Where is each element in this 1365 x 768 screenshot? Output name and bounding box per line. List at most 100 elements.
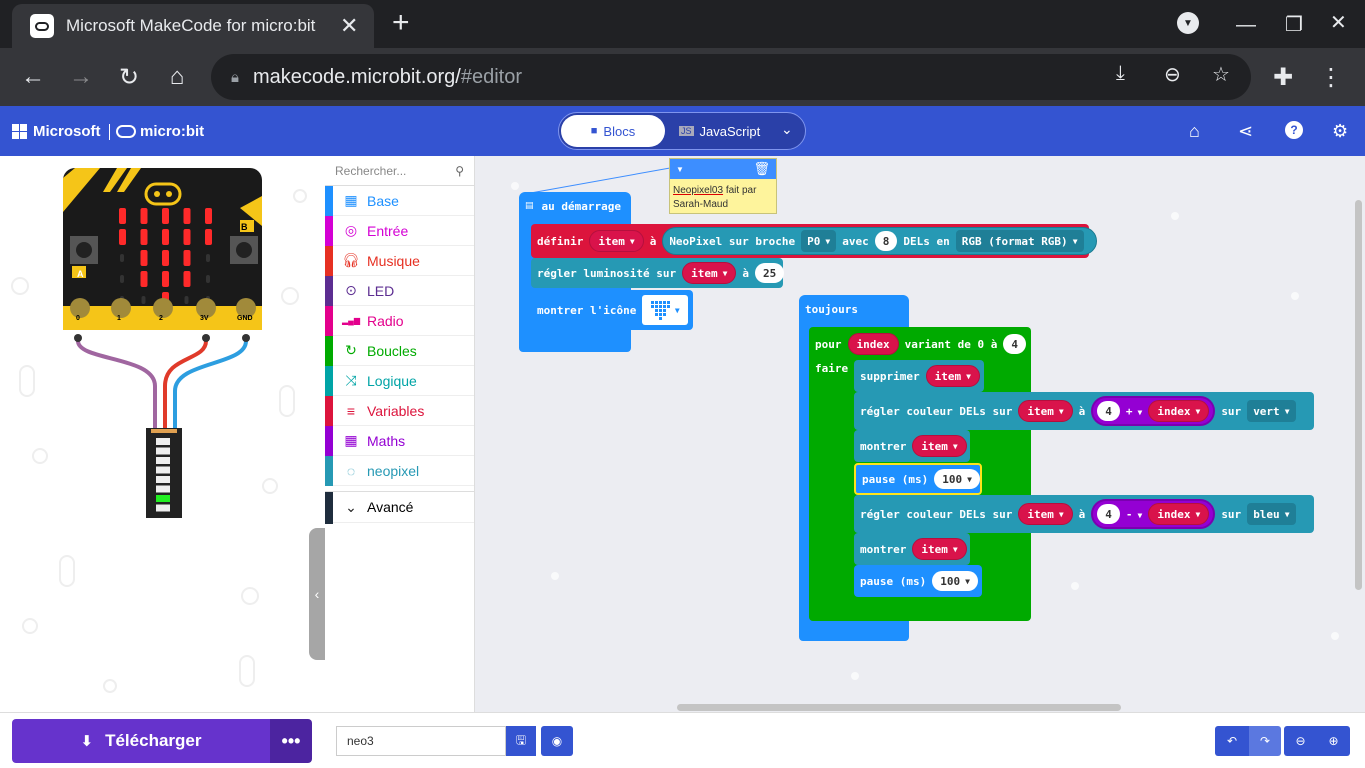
- menu-icon[interactable]: ⋮: [1319, 63, 1343, 91]
- operator-dropdown[interactable]: -▼: [1125, 507, 1143, 521]
- chevron-down-icon[interactable]: ⌄: [781, 121, 793, 137]
- trash-icon[interactable]: 🗑︎: [753, 161, 770, 176]
- vertical-scrollbar[interactable]: [1355, 200, 1362, 590]
- pause-input[interactable]: 100▼: [932, 571, 978, 591]
- clear-block[interactable]: supprimer item▼: [854, 360, 984, 392]
- neopixel-label: NeoPixel sur broche: [669, 234, 796, 248]
- back-icon[interactable]: ←: [21, 63, 45, 90]
- chevron-down-icon[interactable]: ▼: [676, 164, 684, 174]
- category-variables[interactable]: ≡Variables: [325, 396, 474, 426]
- javascript-tab[interactable]: JS JavaScript: [679, 115, 779, 147]
- browser-tab[interactable]: Microsoft MakeCode for micro:bit ✕: [12, 4, 374, 48]
- pause-input[interactable]: 100▼: [934, 469, 980, 489]
- tab-close-icon[interactable]: ✕: [340, 13, 359, 38]
- project-name-input[interactable]: [336, 726, 506, 756]
- new-tab-button[interactable]: +: [392, 6, 410, 39]
- download-button[interactable]: ⬇ Télécharger: [12, 719, 270, 763]
- address-bar[interactable]: 🔒︎ makecode.microbit.org/#editor ⤓ ⊖ ☆: [211, 54, 1251, 100]
- install-app-icon[interactable]: ⤓: [1116, 62, 1125, 84]
- makecode-favicon: [30, 14, 54, 38]
- item-variable[interactable]: item▼: [912, 538, 967, 560]
- settings-gear-icon[interactable]: ⚙: [1332, 121, 1349, 141]
- redo-icon[interactable]: ↷: [1249, 726, 1281, 756]
- range-end-input[interactable]: 4: [1003, 334, 1026, 354]
- category-base[interactable]: ▦Base: [325, 186, 474, 216]
- share-icon[interactable]: ⋖: [1238, 121, 1254, 141]
- zoom-icon[interactable]: ⊖: [1164, 64, 1181, 86]
- led-pixel: [183, 229, 191, 245]
- set-brightness-block[interactable]: régler luminosité sur item▼ à 25: [531, 258, 785, 288]
- lock-icon: 🔒︎: [231, 68, 239, 86]
- zoom-out-icon[interactable]: ⊖: [1284, 726, 1317, 756]
- reload-icon[interactable]: ↻: [118, 63, 140, 91]
- category-maths[interactable]: ▦Maths: [325, 426, 474, 456]
- category-logique[interactable]: ⤨Logique: [325, 366, 474, 396]
- forward-icon[interactable]: →: [69, 63, 93, 90]
- toolbox-search-input[interactable]: Rechercher... ⚲: [325, 156, 474, 186]
- zoom-in-icon[interactable]: ⊕: [1317, 726, 1350, 756]
- pause-block[interactable]: pause (ms) 100▼: [854, 565, 982, 597]
- color-dropdown[interactable]: vert▼: [1247, 400, 1296, 422]
- help-icon[interactable]: ?: [1285, 121, 1303, 139]
- operand-input[interactable]: 4: [1097, 504, 1120, 524]
- brightness-input[interactable]: 25: [755, 263, 785, 283]
- list-icon: ≡: [346, 402, 356, 419]
- operand-input[interactable]: 4: [1097, 401, 1120, 421]
- show-icon-block[interactable]: montrer l'icône ▼: [531, 290, 693, 330]
- plus-operator-block[interactable]: 4 +▼ index▼: [1091, 396, 1216, 426]
- show-block[interactable]: montrer item▼: [854, 533, 970, 565]
- set-pixel-color-blue-block[interactable]: régler couleur DELs sur item▼ à 4 -▼ ind…: [854, 495, 1314, 533]
- tab-search-icon[interactable]: ▼: [1177, 12, 1199, 34]
- ring-icon: ◌: [346, 462, 356, 479]
- close-window-icon[interactable]: ✕: [1330, 12, 1347, 34]
- index-variable[interactable]: index▼: [1148, 503, 1210, 525]
- category-radio[interactable]: ▂▄▆Radio: [325, 306, 474, 336]
- show-block[interactable]: montrer item▼: [854, 430, 970, 462]
- undo-icon[interactable]: ↶: [1215, 726, 1249, 756]
- restore-icon[interactable]: ❐: [1285, 14, 1303, 36]
- category-neopixel[interactable]: ◌neopixel: [325, 456, 474, 486]
- minimize-icon[interactable]: —: [1236, 14, 1256, 36]
- item-variable[interactable]: item▼: [1018, 400, 1073, 422]
- category-advanced[interactable]: ⌄ Avancé: [325, 491, 474, 524]
- set-strip-block[interactable]: définir item▼ à NeoPixel sur broche P0▼ …: [531, 224, 1097, 258]
- index-variable[interactable]: index: [847, 333, 899, 355]
- home-icon[interactable]: ⌂: [1189, 121, 1200, 141]
- led-count-input[interactable]: 8: [874, 231, 898, 251]
- color-dropdown[interactable]: bleu▼: [1247, 503, 1296, 525]
- minus-operator-block[interactable]: 4 -▼ index▼: [1091, 499, 1216, 529]
- item-variable[interactable]: item▼: [682, 262, 737, 284]
- pause-block-selected[interactable]: pause (ms) 100▼: [854, 463, 982, 495]
- set-pixel-color-green-block[interactable]: régler couleur DELs sur item▼ à 4 +▼ ind…: [854, 392, 1314, 430]
- blocks-tab[interactable]: ■ Blocs: [561, 115, 665, 147]
- simulator-board[interactable]: [0, 156, 325, 712]
- more-options-button[interactable]: •••: [270, 719, 312, 763]
- save-icon[interactable]: 🖫: [506, 726, 536, 756]
- category-led[interactable]: ⊙LED: [325, 276, 474, 306]
- icon-picker[interactable]: ▼: [642, 295, 689, 325]
- operator-dropdown[interactable]: +▼: [1125, 404, 1143, 418]
- microsoft-logo[interactable]: Microsoft: [12, 123, 110, 140]
- extensions-icon[interactable]: ✚: [1272, 63, 1294, 91]
- neopixel-create-block[interactable]: NeoPixel sur broche P0▼ avec 8 DELs en R…: [662, 227, 1097, 255]
- microbit-logo[interactable]: micro:bit: [116, 123, 204, 140]
- item-variable[interactable]: item▼: [912, 435, 967, 457]
- pin-dropdown[interactable]: P0▼: [801, 230, 837, 252]
- category-entree[interactable]: ◎Entrée: [325, 216, 474, 246]
- led-pixel: [205, 229, 212, 245]
- index-variable[interactable]: index▼: [1148, 400, 1210, 422]
- item-variable[interactable]: item▼: [925, 365, 980, 387]
- format-dropdown[interactable]: RGB (format RGB)▼: [955, 230, 1084, 252]
- github-icon[interactable]: ◉: [541, 726, 573, 756]
- item-variable[interactable]: item▼: [589, 230, 644, 252]
- home-icon[interactable]: ⌂: [169, 63, 185, 90]
- category-boucles[interactable]: ↻Boucles: [325, 336, 474, 366]
- horizontal-scrollbar[interactable]: [677, 704, 1121, 711]
- microbit-label: micro:bit: [140, 123, 205, 140]
- collapse-simulator-button[interactable]: ‹: [309, 528, 325, 660]
- item-variable[interactable]: item▼: [1018, 503, 1073, 525]
- bookmark-star-icon[interactable]: ☆: [1212, 64, 1230, 86]
- category-musique[interactable]: 🎧︎Musique: [325, 246, 474, 276]
